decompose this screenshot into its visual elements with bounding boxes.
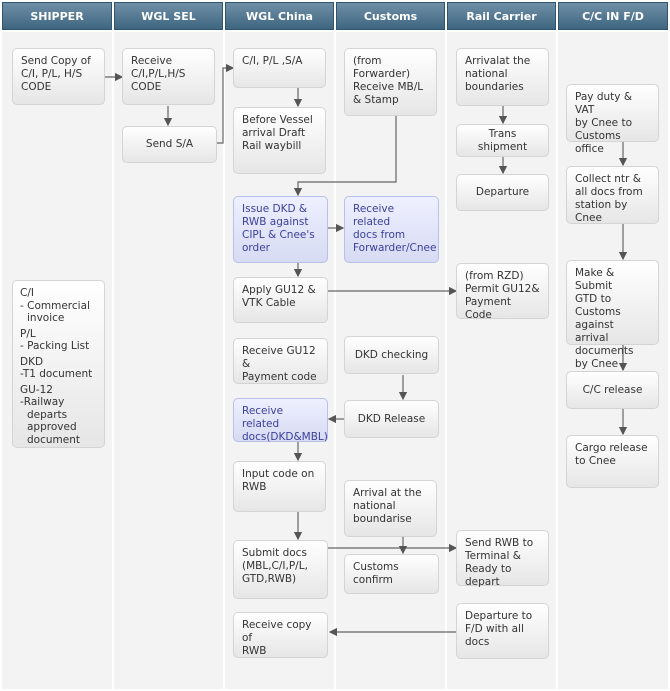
lane-header-rail-carrier: Rail Carrier — [447, 2, 556, 30]
box-china-receive-related: Receive related docs(DKD&MBL) — [233, 398, 328, 443]
box-cc-collect: Collect ntr & all docs from station by C… — [566, 166, 659, 224]
box-rail-departure-fd: Departure to F/D with all docs — [456, 603, 549, 659]
legend-term-dkd: DKD — [20, 355, 44, 368]
box-china-submit-docs: Submit docs (MBL,C/I,P/L, GTD,RWB) — [233, 540, 328, 599]
legend-desc-gu12-3: approved — [27, 421, 77, 433]
box-customs-receive-related: Receive related docs from Forwarder/Cnee — [344, 196, 439, 263]
arrow-customs-to-issue — [293, 116, 397, 197]
box-sel-receive: Receive C/I,P/L,H/S CODE — [122, 48, 215, 105]
legend-desc-ci-1: - Commercial — [20, 299, 90, 312]
box-cc-pay-duty: Pay duty & VAT by Cnee to Customs office — [566, 84, 659, 155]
box-china-issue-dkd: Issue DKD & RWB against CIPL & Cnee's or… — [233, 196, 328, 263]
box-rail-departure: Departure — [456, 174, 549, 211]
lane-header-wgl-sel: WGL SEL — [114, 2, 223, 30]
legend-term-pl: P/L — [20, 327, 36, 340]
legend-desc-dkd-1: -T1 document — [20, 368, 93, 380]
box-cc-make-submit: Make & Submit GTD to Customs against arr… — [566, 260, 659, 370]
box-china-input-code: Input code on RWB — [233, 461, 326, 512]
box-rail-send-rwb: Send RWB to Terminal & Ready to depart — [456, 530, 549, 588]
box-rail-permit: (from RZD) Permit GU12& Payment Code — [456, 263, 549, 321]
lane-header-customs: Customs — [336, 2, 445, 30]
lane-header-cc-in-fd: C/C IN F/D — [558, 2, 668, 30]
box-customs-confirm: Customs confirm — [344, 554, 439, 594]
box-cc-release: C/C release — [566, 371, 659, 409]
legend-term-ci: C/I — [20, 287, 34, 299]
box-china-apply-gu12: Apply GU12 & VTK Cable — [233, 277, 328, 323]
box-rail-trans: Trans shipment — [456, 124, 549, 157]
legend-desc-gu12-4: document — [27, 433, 80, 446]
box-china-before-vessel: Before Vessel arrival Draft Rail waybill — [233, 107, 326, 174]
arrow-sendsa-to-china — [217, 63, 235, 144]
legend-desc-gu12-2: departs — [27, 408, 68, 421]
box-customs-dkd-checking: DKD checking — [344, 336, 439, 374]
box-customs-dkd-release: DKD Release — [344, 400, 439, 438]
legend-term-gu12: GU-12 — [20, 383, 53, 396]
legend-desc-gu12-1: -Railway — [20, 396, 65, 408]
box-rail-arrival: Arrivalat the national boundaries — [456, 48, 549, 106]
legend-box: C/I - Commercial invoice P/L - Packing L… — [12, 280, 105, 448]
box-china-receive-copy: Receive copy of RWB — [233, 612, 328, 658]
box-sel-send-sa: Send S/A — [122, 126, 217, 163]
legend-desc-ci-2: invoice — [27, 312, 65, 324]
box-customs-arrival: Arrival at the national boundarise — [344, 480, 437, 537]
box-customs-from-forwarder: (from Forwarder) Receive MB/L & Stamp — [344, 48, 437, 116]
box-china-receive-gu12: Receive GU12 & Payment code — [233, 338, 328, 384]
lane-header-shipper: SHIPPER — [2, 2, 112, 30]
legend-desc-pl-1: - Packing List — [20, 340, 90, 352]
box-shipper-send-copy: Send Copy of C/I, P/L, H/S CODE — [12, 48, 105, 105]
lane-header-wgl-china: WGL China — [225, 2, 334, 30]
box-china-ci-pl-sa: C/I, P/L ,S/A — [233, 48, 326, 88]
box-cc-cargo-release: Cargo release to Cnee — [566, 435, 659, 488]
